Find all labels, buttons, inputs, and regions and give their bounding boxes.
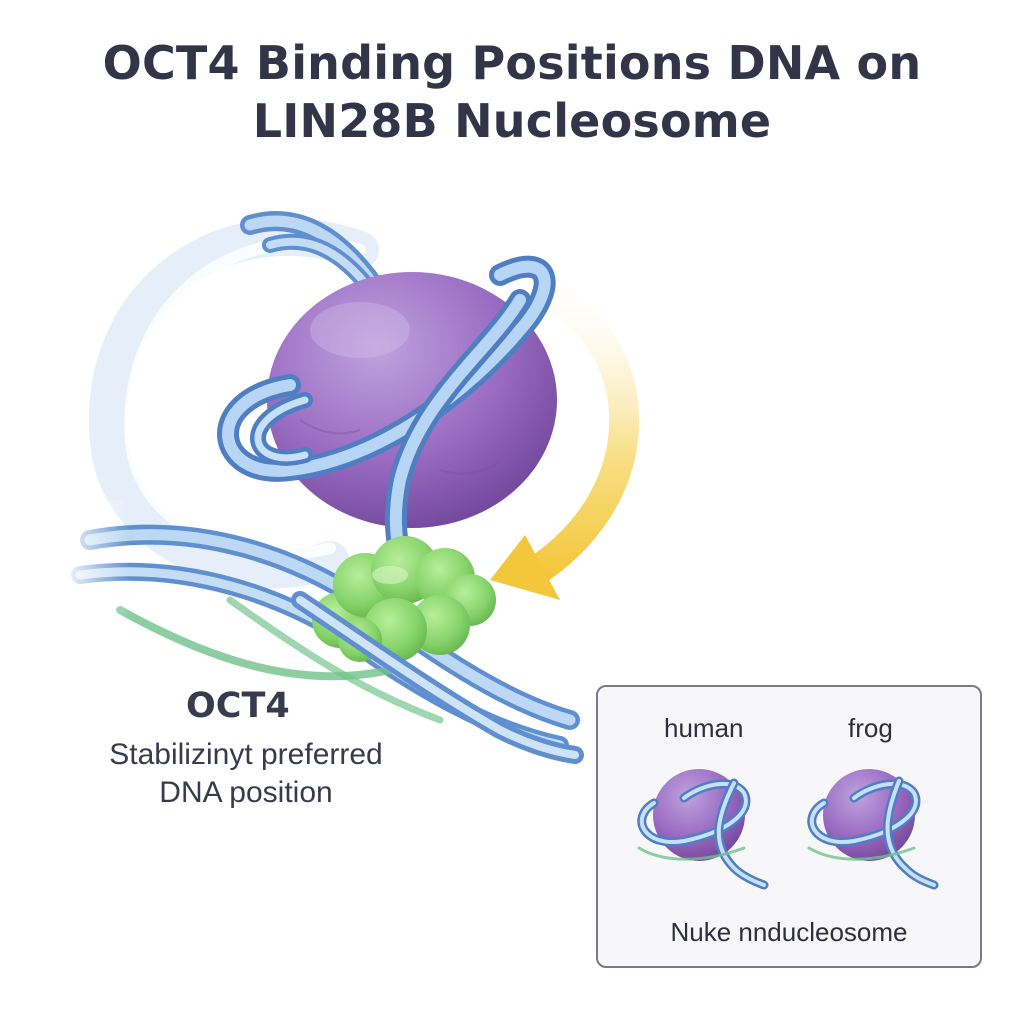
yellow-arrow: [490, 285, 640, 600]
title-line-2: LIN28B Nucleosome: [252, 94, 772, 148]
oct4-label: OCT4: [186, 686, 290, 726]
frog-nucleosome: [807, 769, 939, 890]
title-line-1: OCT4 Binding Positions DNA on: [102, 36, 922, 90]
human-nucleosome: [637, 769, 769, 890]
dna-strands-front: [226, 591, 584, 764]
oct4-description: Stabilizinyt preferred DNA position: [96, 736, 396, 812]
frog-label: frog: [848, 713, 893, 743]
diagram-title: OCT4 Binding Positions DNA on LIN28B Nuc…: [40, 34, 984, 150]
species-comparison-panel: human frog Nuke nnducleosome: [596, 685, 982, 968]
panel-caption: Nuke nnducleosome: [670, 917, 908, 947]
oct4-description-line-1: Stabilizinyt preferred: [109, 738, 383, 771]
oct4-description-line-2: DNA position: [159, 776, 333, 809]
human-label: human: [664, 713, 744, 743]
